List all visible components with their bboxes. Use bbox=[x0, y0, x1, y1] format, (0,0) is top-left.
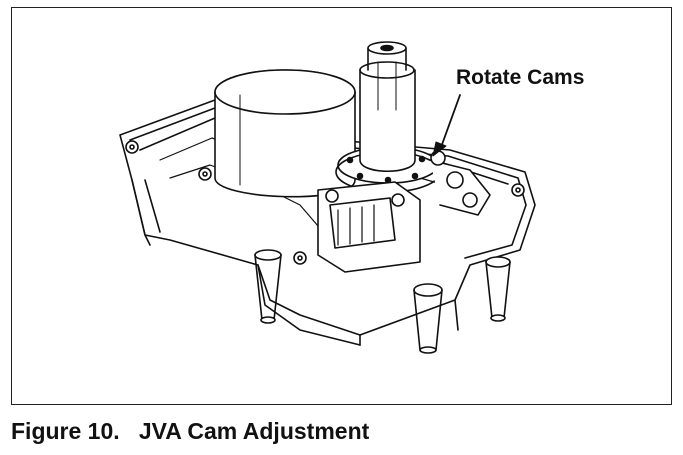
output-shaft bbox=[359, 41, 416, 173]
cam-levers bbox=[429, 150, 491, 216]
motor-cylinder bbox=[214, 69, 356, 198]
callout-arrow bbox=[432, 94, 461, 157]
figure-caption: Figure 10. JVA Cam Adjustment bbox=[11, 418, 370, 444]
switch-block bbox=[317, 181, 421, 273]
callout-label: Rotate Cams bbox=[456, 66, 585, 89]
mounting-posts bbox=[254, 249, 511, 354]
screws bbox=[125, 140, 525, 265]
